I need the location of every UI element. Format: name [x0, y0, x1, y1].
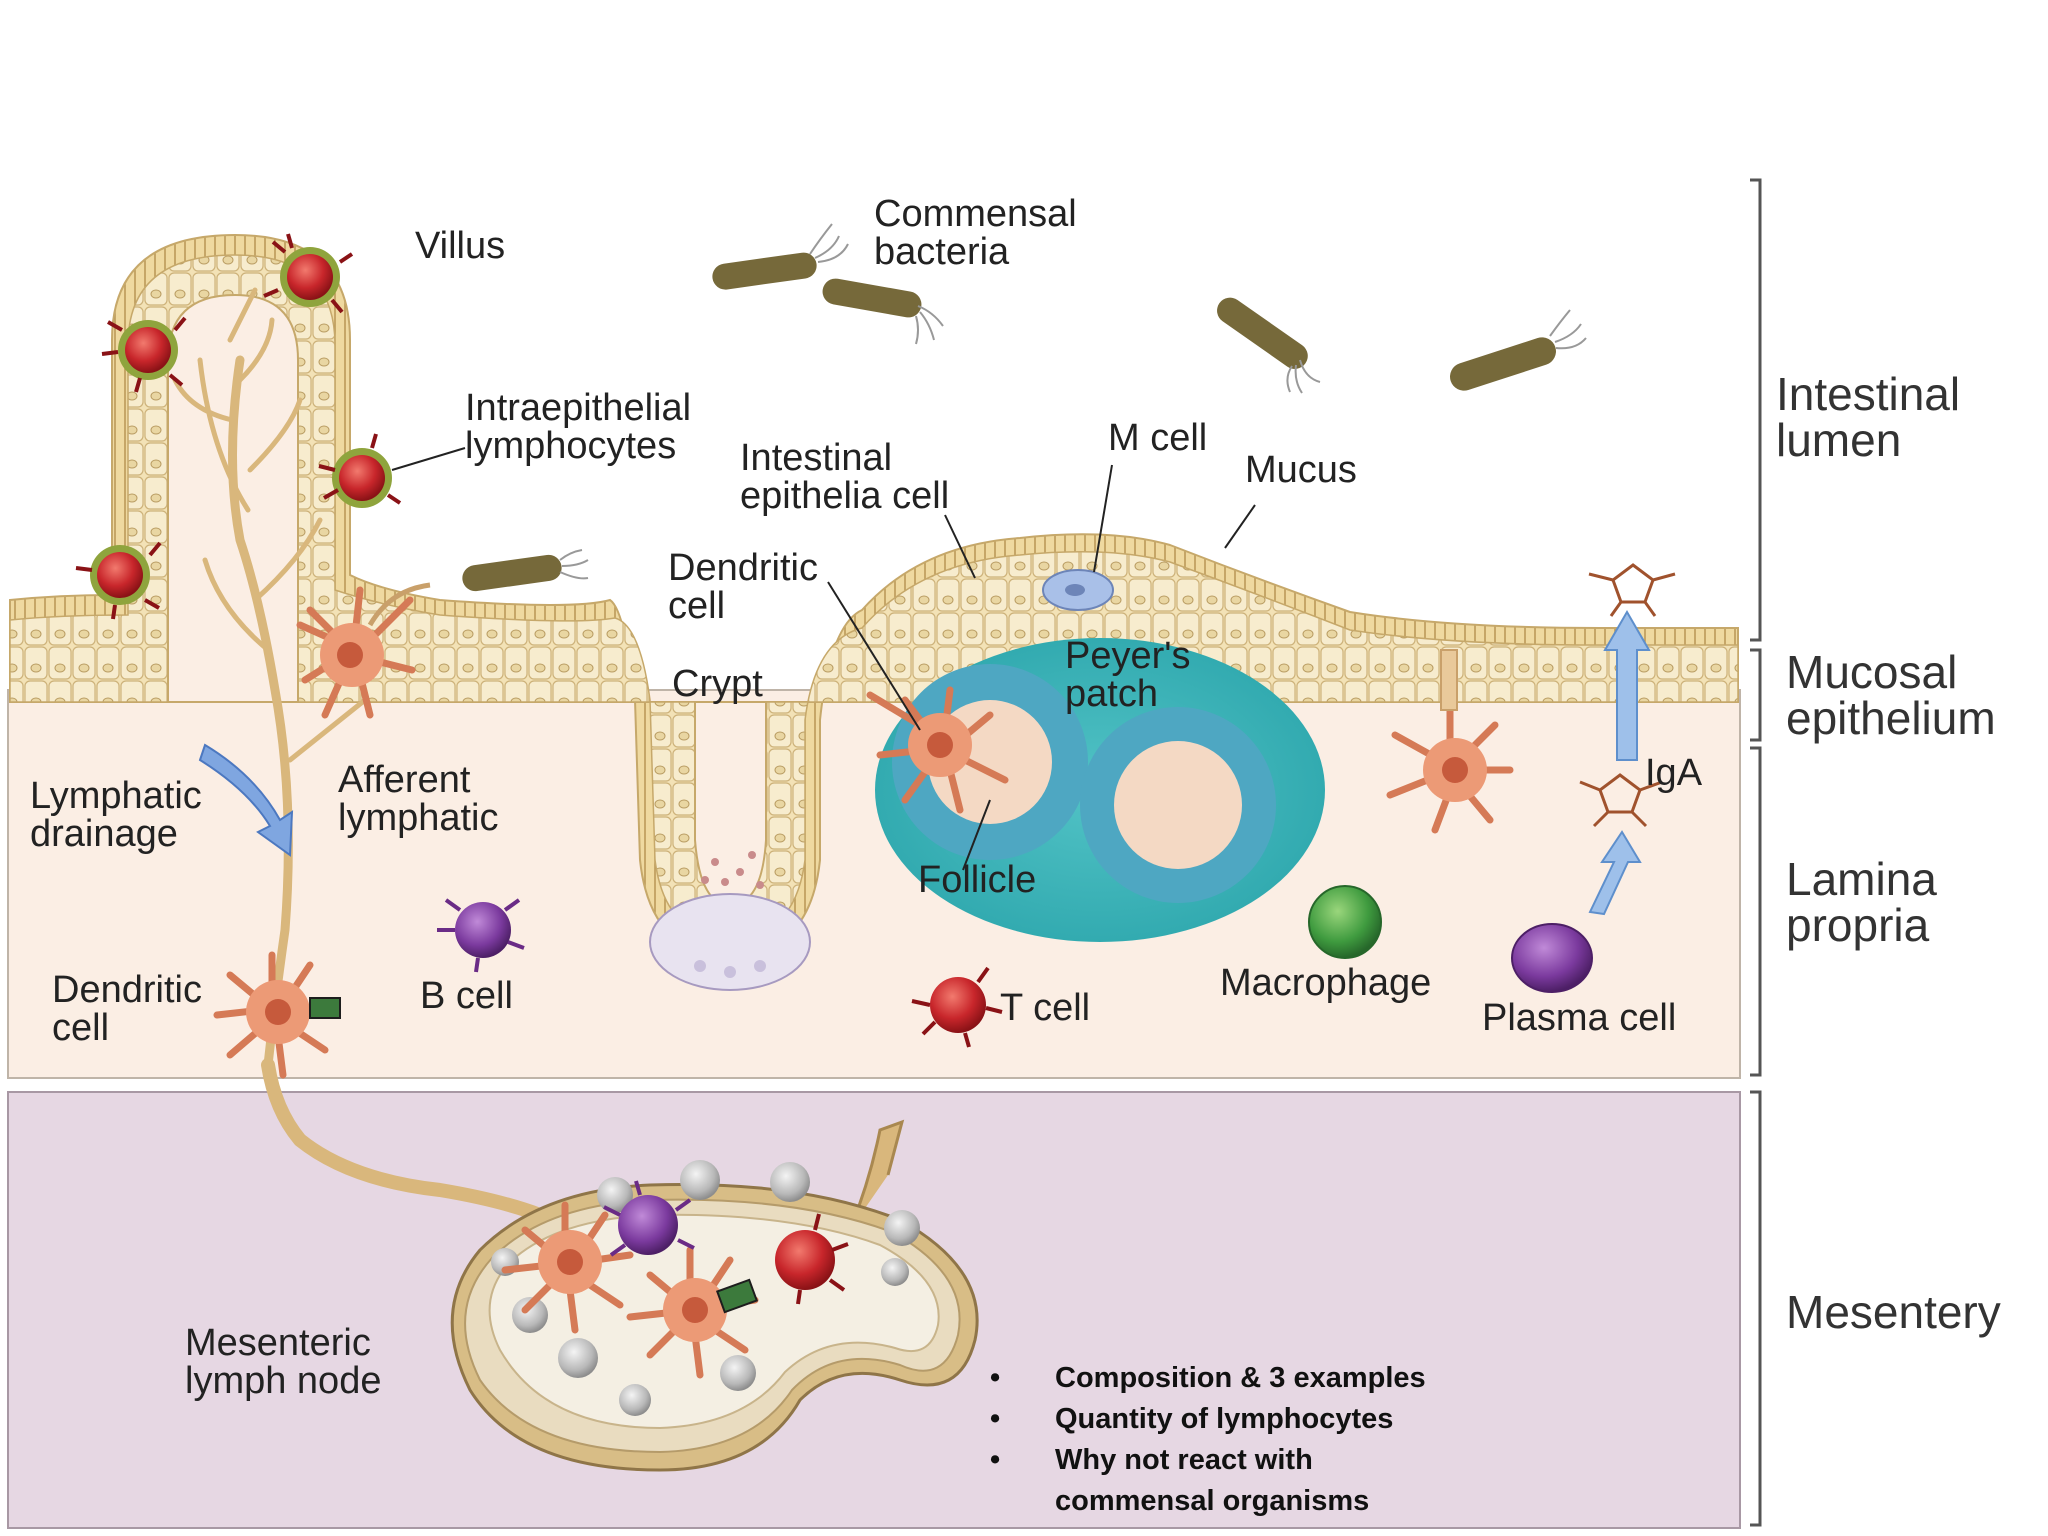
- zone-mesentery: Mesentery: [1786, 1286, 2001, 1338]
- label-crypt: Crypt: [672, 663, 763, 705]
- label-t-cell: T cell: [1000, 987, 1090, 1029]
- lymphatic-drainage-arrow: [198, 743, 294, 857]
- intraepithelial-lymphocyte: [263, 233, 354, 314]
- label-afferent: Afferent: [338, 759, 471, 801]
- t-cell: [911, 966, 1003, 1048]
- label-dendritic-bottom: Dendritic: [52, 969, 202, 1011]
- label-plasma-cell: Plasma cell: [1482, 997, 1676, 1039]
- transcytosis-arrow: [1603, 610, 1651, 761]
- macrophage: [1308, 885, 1382, 959]
- bacterium: [822, 278, 944, 345]
- dendritic-cell: [626, 1246, 759, 1379]
- leader-lines: [391, 447, 1256, 871]
- label-iga: IgA: [1645, 752, 1703, 794]
- dendritic-cell: [866, 686, 1009, 814]
- bacterium: [462, 549, 589, 592]
- label-lymphocytes: lymphocytes: [465, 425, 676, 467]
- label-follicle: Follicle: [918, 859, 1036, 901]
- b-cell: [603, 1180, 695, 1257]
- intraepithelial-lymphocyte: [75, 541, 162, 620]
- label-mucus: Mucus: [1245, 449, 1357, 491]
- label-lymph-node: lymph node: [185, 1360, 381, 1402]
- dendritic-cell: [296, 582, 431, 719]
- label-patch: patch: [1065, 673, 1158, 715]
- label-afferent-lymphatic: lymphatic: [338, 797, 499, 839]
- secretion-arrow: [1588, 830, 1642, 916]
- label-m-cell: M cell: [1108, 417, 1207, 459]
- label-drainage: drainage: [30, 813, 178, 855]
- cell-markers: [75, 233, 1593, 1379]
- label-mesenteric: Mesenteric: [185, 1322, 371, 1364]
- label-intestinal: Intestinal: [740, 437, 892, 479]
- intraepithelial-lymphocyte: [318, 433, 402, 508]
- dendritic-cell: [501, 1201, 634, 1334]
- label-intraepithelial: Intraepithelial: [465, 387, 691, 429]
- label-peyers: Peyer's: [1065, 635, 1191, 677]
- intraepithelial-lymphocyte: [101, 316, 187, 393]
- label-dendritic-top: Dendritic: [668, 547, 818, 589]
- dendritic-cell: [1386, 649, 1514, 834]
- iga-secreted: [1588, 563, 1676, 617]
- zone-propria: propria: [1786, 899, 1930, 951]
- zone-epithelium: epithelium: [1786, 692, 1996, 744]
- note-item: Quantity of lymphocytes: [990, 1399, 1475, 1440]
- bacterium: [1450, 309, 1587, 391]
- zone-brackets: [1750, 178, 1762, 1527]
- label-lymphatic-drainage: Lymphatic: [30, 775, 202, 817]
- commensal-bacteria: [462, 223, 1587, 592]
- t-cell: [775, 1213, 849, 1305]
- b-cell: [437, 898, 525, 973]
- dendritic-cell: [213, 951, 341, 1079]
- plasma-cell: [1511, 923, 1593, 993]
- crypt-base: [649, 893, 811, 991]
- label-macrophage: Macrophage: [1220, 962, 1431, 1004]
- label-b-cell: B cell: [420, 975, 513, 1017]
- iga-molecule: [1579, 773, 1663, 828]
- note-item: Composition & 3 examples: [990, 1358, 1475, 1399]
- zone-intestinal: Intestinal: [1776, 368, 1960, 420]
- zone-mucosal: Mucosal: [1786, 646, 1957, 698]
- label-cell-top: cell: [668, 585, 725, 627]
- discussion-points: Composition & 3 examples Quantity of lym…: [990, 1358, 1475, 1522]
- label-bacteria: bacteria: [874, 231, 1010, 273]
- zone-lumen: lumen: [1776, 414, 1901, 466]
- zone-lamina: Lamina: [1786, 853, 1937, 905]
- label-epithelia-cell: epithelia cell: [740, 475, 949, 517]
- bacterium: [712, 223, 849, 290]
- label-cell-bottom: cell: [52, 1007, 109, 1049]
- note-item: Why not react with commensal organisms: [990, 1440, 1475, 1522]
- label-villus: Villus: [415, 225, 505, 267]
- label-commensal: Commensal: [874, 193, 1077, 235]
- afferent-lymphatic-vessel: [172, 287, 547, 1222]
- bacterium: [1217, 297, 1321, 394]
